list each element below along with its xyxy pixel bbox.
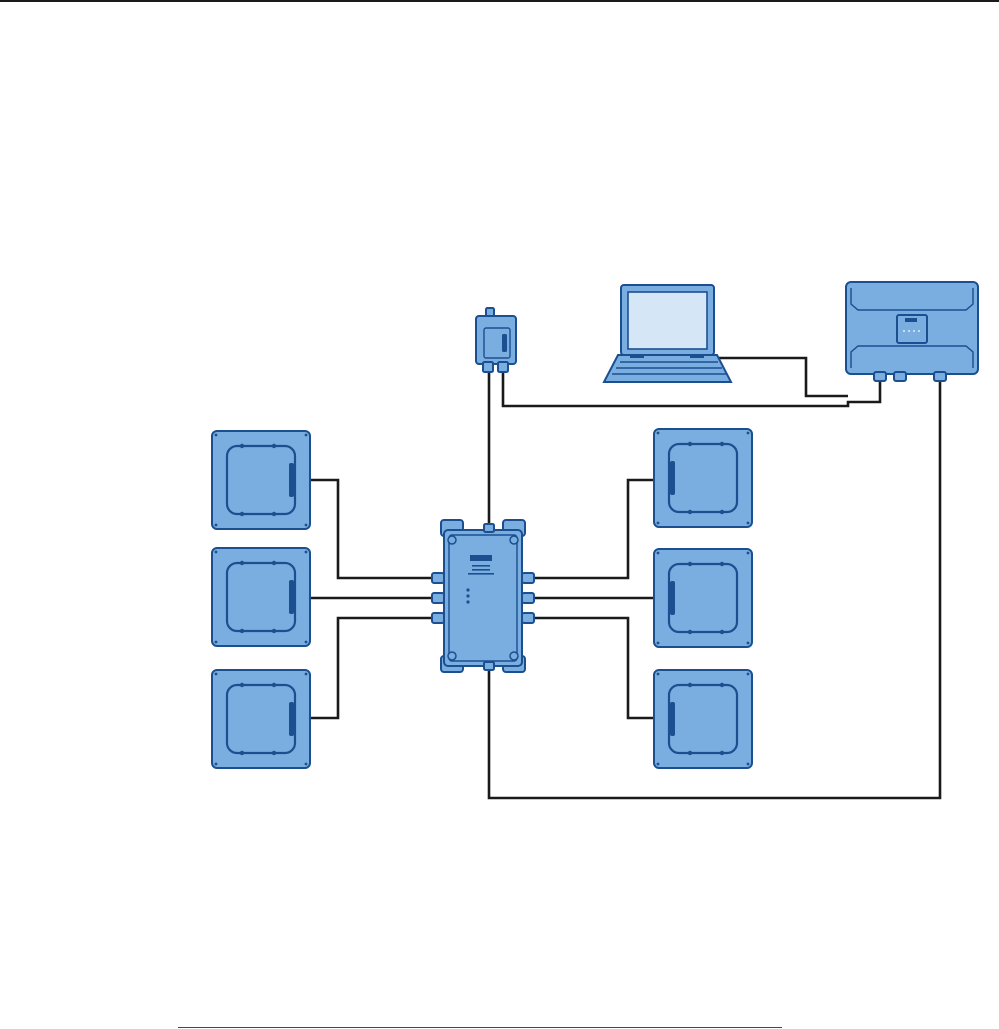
antenna-left-bottom <box>212 670 310 768</box>
antenna-right-bottom <box>654 670 752 768</box>
laptop <box>604 285 731 382</box>
reader-unit <box>846 282 978 381</box>
small-module <box>476 308 516 372</box>
antenna-left-middle <box>212 548 310 646</box>
cable-laptop-to-reader <box>718 358 848 396</box>
footer-link-underline <box>178 1027 782 1028</box>
cable-left-top <box>310 480 434 578</box>
cable-right-top <box>528 480 656 578</box>
cable-left-bottom <box>310 618 434 718</box>
cable-right-bottom <box>528 618 656 718</box>
central-hub-box <box>432 520 534 672</box>
antenna-left-top <box>212 431 310 529</box>
cables <box>310 358 940 798</box>
antenna-right-top <box>654 429 752 527</box>
antenna-right-middle <box>654 549 752 647</box>
